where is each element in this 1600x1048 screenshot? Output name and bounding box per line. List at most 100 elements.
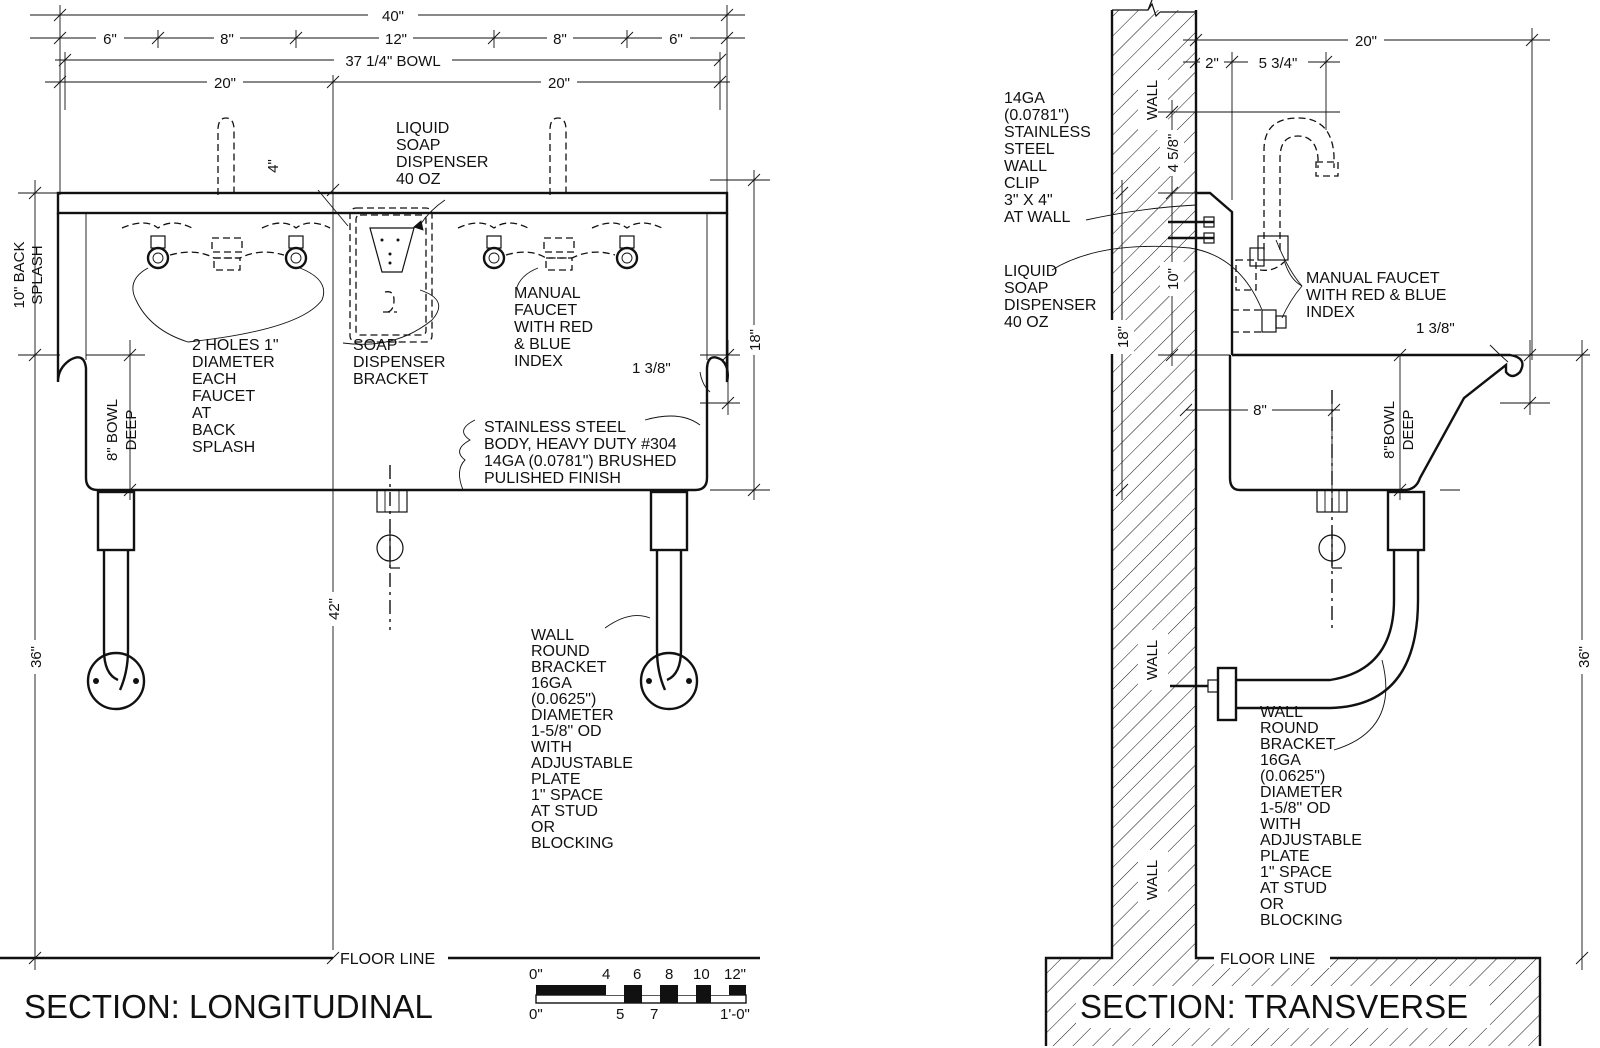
tnote-faucet-line3: INDEX [1306,304,1355,321]
note-wb-line11: 1" SPACE [531,787,603,804]
note-holes-line4: FAUCET [192,388,255,405]
tdim-ten: 10" [1165,268,1182,290]
twb-line4: 16GA [1260,752,1301,769]
note-transverse-wall-bracket: WALL ROUND BRACKET 16GA (0.0625") DIAMET… [1260,704,1362,929]
scale-bottom-7: 7 [650,1006,658,1023]
note-faucet: MANUAL FAUCET WITH RED & BLUE INDEX [514,285,593,370]
twb-line13: OR [1260,896,1284,913]
scale-top-0: 0" [529,966,543,983]
note-body-line1: STAINLESS STEEL [484,419,626,436]
note-bracket-line1: SOAP [353,337,397,354]
note-body-line3: 14GA (0.0781") BRUSHED [484,453,676,470]
note-wb-line8: WITH [531,739,572,756]
note-bracket-line3: BRACKET [353,371,429,388]
soap-dispenser [349,207,433,343]
dim-back-splash-line1: 10" BACK [11,241,28,308]
tdim-five-three-quarter: 5 3/4" [1259,55,1298,72]
leg-right [639,490,699,711]
floor-label-left: FLOOR LINE [340,951,435,968]
note-dispenser-bracket: SOAP DISPENSER BRACKET [353,337,445,388]
title-longitudinal: SECTION: LONGITUDINAL [24,988,433,1025]
top-dimension-labels: 40" 6" 8" 12" 8" 6" 37 1/4" BOWL 20" 20" [96,6,690,92]
note-wb-line10: PLATE [531,771,581,788]
twb-line10: PLATE [1260,848,1310,865]
tdim-bowl-deep-line1: 8"BOWL [1381,401,1398,459]
tdim-twenty: 20" [1355,33,1377,50]
tnote-clip-line4: STEEL [1004,141,1055,158]
note-faucet-line4: & BLUE [514,336,571,353]
twb-line5: (0.0625") [1260,768,1325,785]
tdim-eight: 8" [1253,402,1267,419]
dim-bowl: 37 1/4" BOWL [345,53,440,70]
transverse-leader-lines [1051,204,1509,751]
note-wb-line4: 16GA [531,675,572,692]
scale-top-6: 6 [633,966,641,983]
note-faucet-line3: WITH RED [514,319,593,336]
sink-profile [1196,191,1524,630]
tnote-faucet-line1: MANUAL FAUCET [1306,270,1440,287]
tnote-soap-line2: SOAP [1004,280,1048,297]
graphic-scale: 0" 4 6 8 10 12" 0" 5 7 1'-0" [529,966,750,1023]
wall-label-top: WALL [1144,80,1161,120]
note-holes-line1: 2 HOLES 1" [192,337,279,354]
tnote-faucet-line2: WITH RED & BLUE [1306,287,1446,304]
note-soap-line2: SOAP [396,137,440,154]
twb-line1: WALL [1260,704,1303,721]
note-wb-line9: ADJUSTABLE [531,755,633,772]
note-body-line2: BODY, HEAVY DUTY #304 [484,436,677,453]
dim-thirty-six: 36" [28,646,45,668]
twb-line12: AT STUD [1260,880,1327,897]
tdim-bowl-deep-line2: DEEP [1400,410,1417,451]
dim-8-right: 8" [553,31,567,48]
tdim-thirty-six: 36" [1576,646,1593,668]
note-transverse-faucet: MANUAL FAUCET WITH RED & BLUE INDEX [1306,270,1446,321]
tdim-eighteen: 18" [1115,326,1132,348]
tdim-four-five-eighth: 4 5/8" [1165,134,1182,173]
drain-centerline [376,465,408,630]
tnote-clip-line8: AT WALL [1004,209,1070,226]
faucet-risers [217,117,567,195]
tnote-clip-line2: (0.0781") [1004,107,1069,124]
note-holes-line6: BACK [192,422,236,439]
note-holes-line3: EACH [192,371,236,388]
note-soap-line3: DISPENSER [396,154,488,171]
transverse-section: WALL WALL WALL [1004,0,1594,1046]
twb-line9: ADJUSTABLE [1260,832,1362,849]
twb-line11: 1" SPACE [1260,864,1332,881]
scale-bottom-1ft: 1'-0" [720,1006,750,1023]
twb-line2: ROUND [1260,720,1319,737]
dim-forty-two: 42" [326,598,343,620]
dim-6-left: 6" [103,31,117,48]
scale-top-8: 8 [665,966,673,983]
wall-clip-screws [1168,216,1215,244]
note-bracket-line2: DISPENSER [353,354,445,371]
tdim-rim: 1 3/8" [1416,320,1455,337]
note-transverse-soap: LIQUID SOAP DISPENSER 40 OZ [1004,263,1096,331]
dim-bowl-deep-line1: 8" BOWL [104,399,121,461]
twb-line14: BLOCKING [1260,912,1343,929]
wall-bracket-leg [1170,490,1426,722]
note-faucet-line5: INDEX [514,353,563,370]
dim-12: 12" [385,31,407,48]
note-wb-line5: (0.0625") [531,691,596,708]
tdim-two: 2" [1205,55,1219,72]
scale-top-10: 10 [693,966,710,983]
note-faucet-line2: FAUCET [514,302,577,319]
dim-6-right: 6" [669,31,683,48]
floor-line-longitudinal: FLOOR LINE [0,951,760,968]
dim-rim: 1 3/8" [632,360,671,377]
faucet-side-view [1232,117,1339,333]
note-wb-line1: WALL [531,627,574,644]
floor-label-right: FLOOR LINE [1220,951,1315,968]
vertical-dimension-labels: 10" BACK SPLASH 8" BOWL DEEP 18" 1 3/8" … [11,159,765,674]
note-faucet-line1: MANUAL [514,285,581,302]
tnote-soap-line4: 40 OZ [1004,314,1049,331]
leader-lines [132,199,711,629]
dim-eighteen: 18" [747,329,764,351]
leg-left [86,490,146,711]
dim-four: 4" [265,159,282,173]
note-wb-line3: BRACKET [531,659,607,676]
top-dimension-lines [30,5,745,950]
tnote-clip-line6: CLIP [1004,175,1040,192]
scale-top-12: 12" [724,966,746,983]
